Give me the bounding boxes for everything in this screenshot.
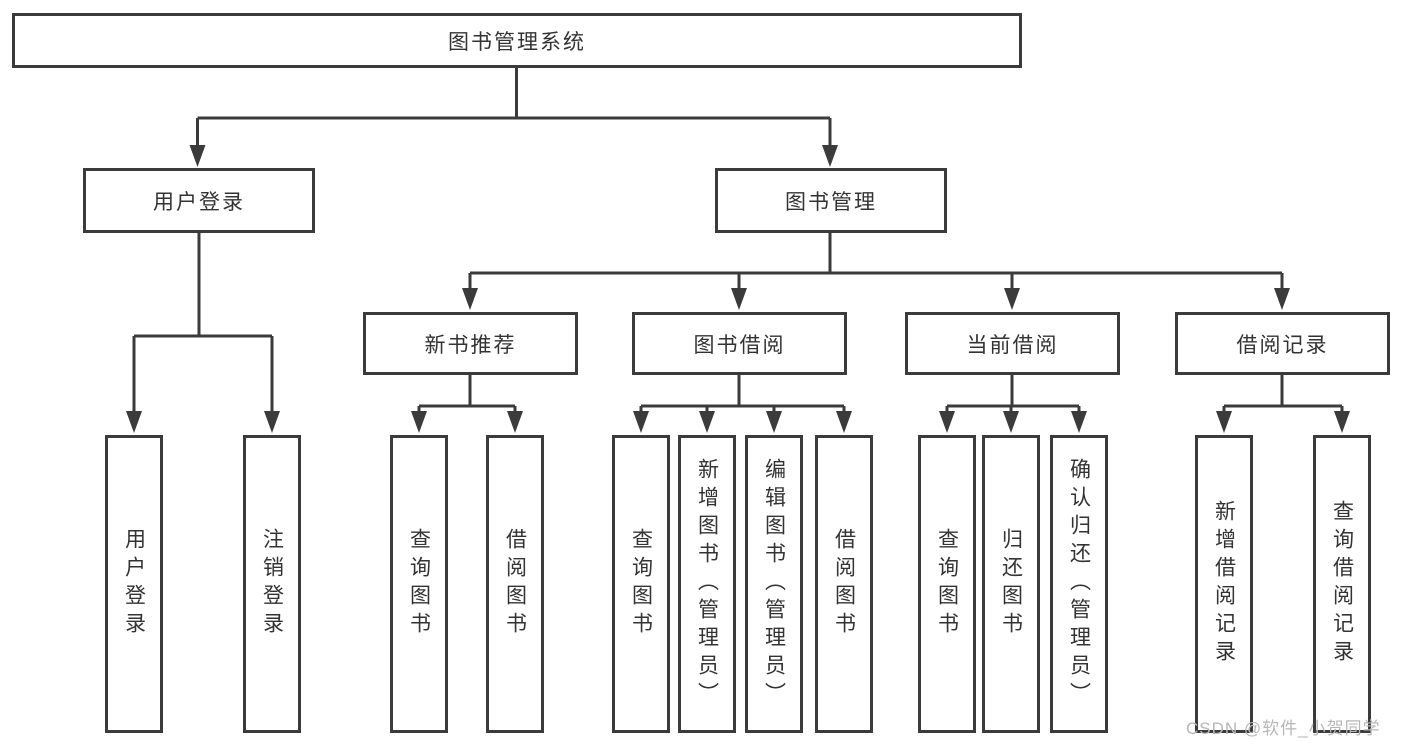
node-label: 注销登录 (260, 528, 284, 640)
leaf-add-books-admin: 新增图书（管理员） (678, 435, 736, 733)
arrowhead-icons (126, 145, 1350, 433)
connector-root-split (196, 68, 832, 148)
node-label: 当前借阅 (966, 333, 1059, 357)
node-borrow-records: 借阅记录 (1175, 312, 1390, 375)
node-label: 新书推荐 (424, 333, 517, 357)
node-label: 新增借阅记录 (1212, 500, 1236, 668)
leaf-return-books: 归还图书 (982, 435, 1040, 733)
leaf-confirm-return-admin: 确认归还（管理员） (1050, 435, 1108, 733)
node-label: 归还图书 (999, 528, 1023, 640)
connector-new-book-recommend-split (417, 375, 517, 414)
arrow-down-icon (411, 411, 427, 433)
arrow-down-icon (1334, 411, 1350, 433)
arrow-down-icon (1004, 288, 1020, 310)
leaf-query-borrow-record: 查询借阅记录 (1313, 435, 1371, 733)
arrow-down-icon (822, 145, 838, 167)
node-current-borrow: 当前借阅 (905, 312, 1120, 375)
connector-book-management-split (468, 233, 1284, 291)
node-label: 用户登录 (153, 190, 245, 214)
node-label: 新增图书（管理员） (695, 458, 719, 710)
node-label: 查询借阅记录 (1330, 500, 1354, 668)
arrow-down-icon (766, 411, 782, 433)
node-library-management-system: 图书管理系统 (12, 13, 1022, 68)
node-label: 查询图书 (935, 528, 959, 640)
arrow-down-icon (264, 411, 280, 433)
arrow-down-icon (939, 411, 955, 433)
connector-book-borrow-split (639, 375, 846, 414)
leaf-add-borrow-record: 新增借阅记录 (1195, 435, 1253, 733)
arrow-down-icon (731, 288, 747, 310)
node-label: 借阅图书 (503, 528, 527, 640)
node-label: 查询图书 (629, 528, 653, 640)
connector-borrow-records-split (1222, 375, 1344, 414)
leaf-query-books-recommend: 查询图书 (390, 435, 448, 733)
leaf-edit-books-admin: 编辑图书（管理员） (745, 435, 803, 733)
node-book-management: 图书管理 (715, 168, 947, 233)
arrow-down-icon (126, 411, 142, 433)
node-label: 编辑图书（管理员） (762, 458, 786, 710)
node-label: 图书借阅 (693, 333, 786, 357)
leaf-user-login: 用户登录 (105, 435, 163, 733)
arrow-down-icon (1003, 411, 1019, 433)
leaf-borrow-books-recommend: 借阅图书 (486, 435, 544, 733)
connector-current-borrow-split (945, 375, 1081, 414)
node-book-borrow: 图书借阅 (632, 312, 847, 375)
arrow-down-icon (189, 145, 206, 167)
node-label: 借阅图书 (832, 528, 856, 640)
node-label: 借阅记录 (1236, 333, 1329, 357)
arrow-down-icon (1216, 411, 1232, 433)
csdn-watermark: CSDN @软件_小贺同学 (1186, 719, 1381, 738)
node-user-login: 用户登录 (83, 168, 315, 233)
arrow-down-icon (1071, 411, 1087, 433)
leaf-query-books-borrow: 查询图书 (612, 435, 670, 733)
node-label: 确认归还（管理员） (1067, 458, 1091, 710)
node-label: 用户登录 (122, 528, 146, 640)
node-new-book-recommend: 新书推荐 (363, 312, 578, 375)
leaf-logout: 注销登录 (243, 435, 301, 733)
arrow-down-icon (462, 288, 478, 310)
node-label: 查询图书 (407, 528, 431, 640)
arrow-down-icon (507, 411, 523, 433)
arrow-down-icon (1274, 288, 1290, 310)
connector-user-login-split (132, 233, 274, 414)
node-label: 图书管理系统 (448, 30, 586, 54)
leaf-borrow-books: 借阅图书 (815, 435, 873, 733)
arrow-down-icon (699, 411, 715, 433)
leaf-query-books-current: 查询图书 (918, 435, 976, 733)
arrow-down-icon (836, 411, 852, 433)
arrow-down-icon (633, 411, 649, 433)
node-label: 图书管理 (785, 190, 877, 214)
